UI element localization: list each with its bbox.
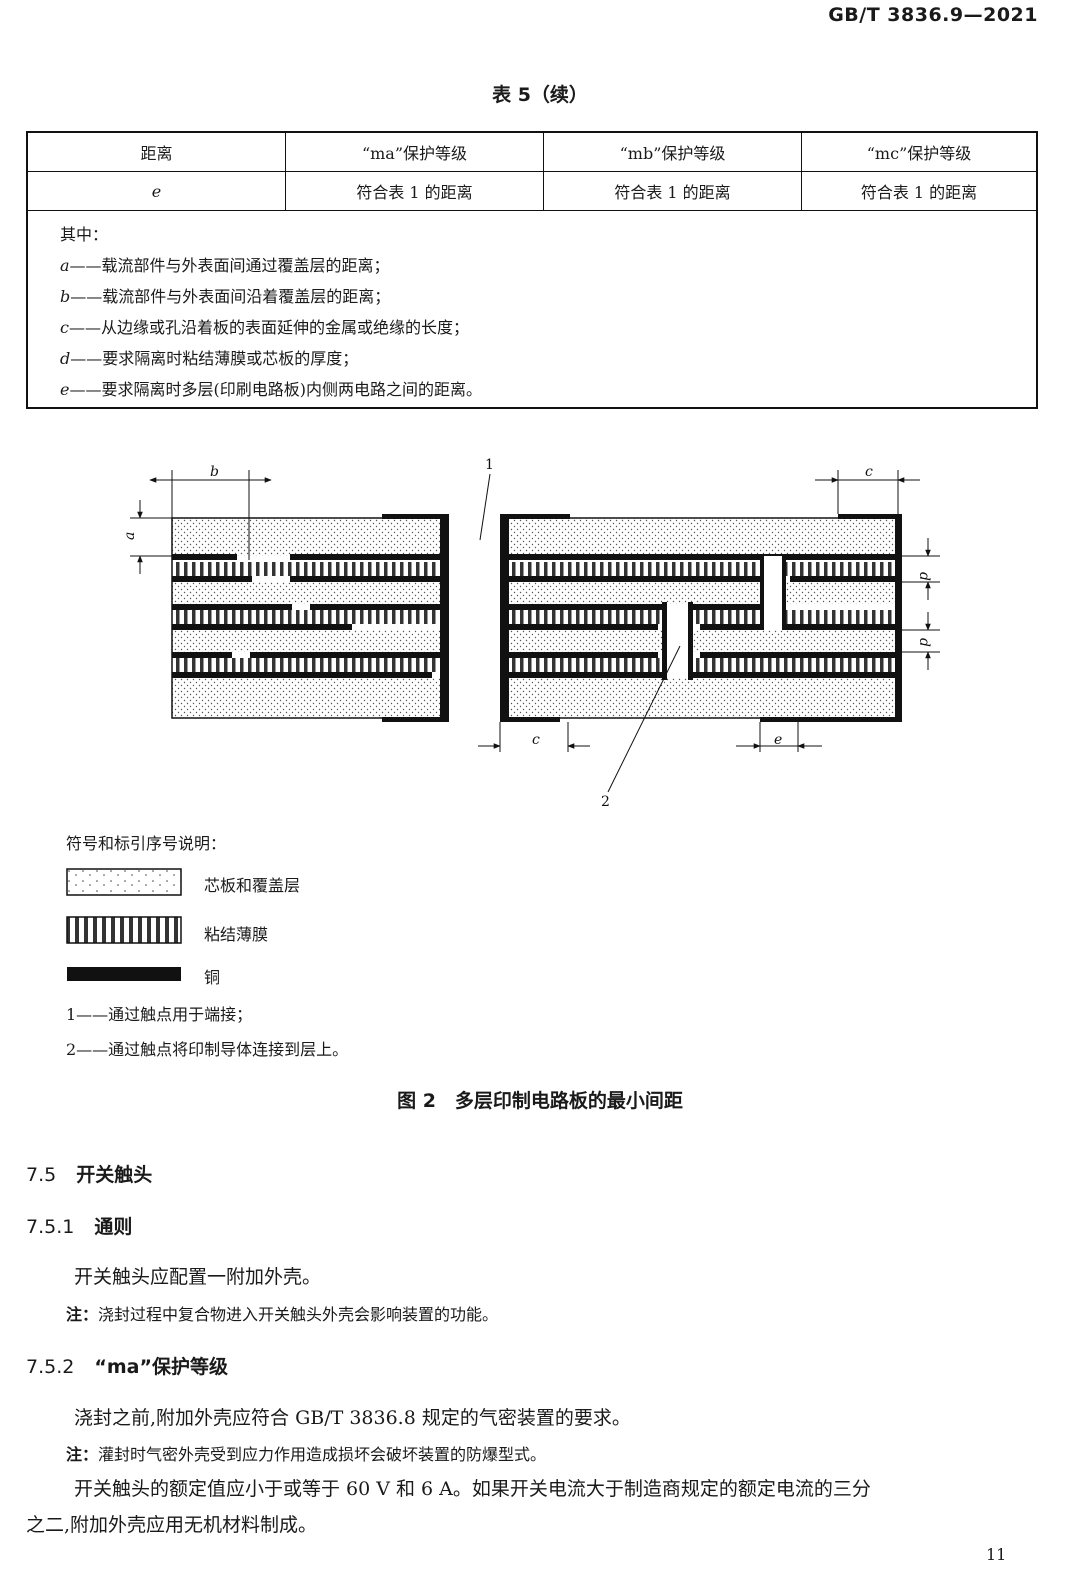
table-notes: 其中： a——载流部件与外表面间通过覆盖层的距离； b——载流部件与外表面间沿着… [26,210,1038,409]
label-b: b [210,464,219,480]
table-header-cell: “ma”保护等级 [285,131,544,172]
label-d-upper: d [916,572,932,581]
label-a: a [122,532,138,540]
note-line: c——从边缘或孔沿着板的表面延伸的金属或绝缘的长度； [60,318,469,337]
page-number: 11 [986,1545,1007,1564]
paragraph: 浇封之前,附加外壳应符合 GB/T 3836.8 规定的气密装置的要求。 [74,1407,631,1429]
legend-label-copper: 铜 [204,968,221,987]
note-line: d——要求隔离时粘结薄膜或芯板的厚度； [60,349,359,368]
note-line: e——要求隔离时多层(印刷电路板)内侧两电路之间的距离。 [60,380,482,399]
table-cell: e [26,171,286,211]
dimension-lines [130,470,940,793]
reference-2: 2 [601,794,610,810]
distance-table: 距离 “ma”保护等级 “mb”保护等级 “mc”保护等级 e 符合表 1 的距… [26,131,1038,211]
reference-note-1: 1——通过触点用于端接； [66,1005,253,1024]
left-board [171,514,449,722]
table-cell: 符合表 1 的距离 [543,171,802,211]
pcb-spacing-diagram: b a c d d c e 1 2 [122,457,940,810]
right-board [500,514,902,722]
table-header-row: 距离 “ma”保护等级 “mb”保护等级 “mc”保护等级 [26,131,1038,172]
note: 注：灌封时气密外壳受到应力作用造成损坏会破坏装置的防爆型式。 [66,1445,547,1464]
striped-pattern-swatch [66,916,182,944]
table-header-cell: 距离 [26,131,286,172]
section-heading-7-5-2: 7.5.2“ma”保护等级 [26,1356,228,1378]
table-header-cell: “mc”保护等级 [801,131,1038,172]
note-line: b——载流部件与外表面间沿着覆盖层的距离； [60,287,391,306]
reference-note-2: 2——通过触点将印制导体连接到层上。 [66,1040,349,1059]
solid-black-swatch [67,967,181,981]
reference-1: 1 [485,457,494,473]
table-header-cell: “mb”保护等级 [543,131,802,172]
dotted-pattern-swatch [66,868,182,896]
legend-title: 符号和标引序号说明： [66,834,227,853]
table-caption: 表 5（续） [492,84,588,106]
paragraph: 开关触头应配置一附加外壳。 [74,1266,322,1288]
paragraph-line: 之二,附加外壳应用无机材料制成。 [26,1514,318,1536]
label-e: e [774,732,782,748]
standard-code: GB/T 3836.9—2021 [828,4,1038,26]
note: 注：浇封过程中复合物进入开关触头外壳会影响装置的功能。 [66,1305,499,1324]
table-row: e 符合表 1 的距离 符合表 1 的距离 符合表 1 的距离 [26,171,1038,211]
label-c-bottom: c [532,732,540,748]
label-c-top: c [865,464,873,480]
label-d-lower: d [916,638,932,647]
figure-title: 图 2 多层印制电路板的最小间距 [397,1090,683,1112]
paragraph-line: 开关触头的额定值应小于或等于 60 V 和 6 A。如果开关电流大于制造商规定的… [74,1478,871,1500]
note-line: a——载流部件与外表面间通过覆盖层的距离； [60,256,390,275]
table-cell: 符合表 1 的距离 [285,171,544,211]
terminal-via-hole [449,514,500,722]
legend-label-core: 芯板和覆盖层 [204,876,301,895]
notes-intro: 其中： [60,225,109,244]
legend-label-film: 粘结薄膜 [204,925,269,944]
table-cell: 符合表 1 的距离 [801,171,1038,211]
